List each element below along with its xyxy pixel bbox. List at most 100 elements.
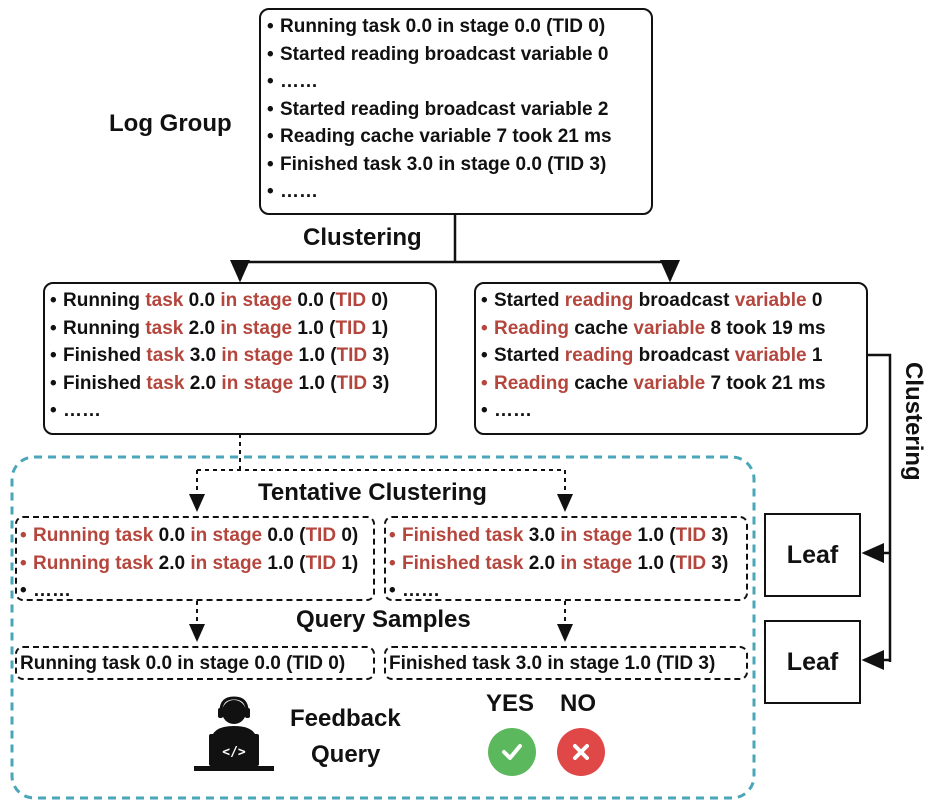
cluster-right-box: •Started reading broadcast variable 0•Re… xyxy=(474,282,868,435)
log-line: • …… xyxy=(389,577,746,605)
bullet: • xyxy=(20,580,27,601)
log-line: •Running task 0.0 in stage 0.0 (TID 0) xyxy=(50,287,435,315)
cluster-right-list: •Started reading broadcast variable 0•Re… xyxy=(481,287,866,425)
leaf-label: Leaf xyxy=(786,647,839,676)
bullet: • xyxy=(481,290,488,311)
log-line-text: Finished task 3.0 in stage 0.0 (TID 3) xyxy=(280,153,607,175)
tentative-left-list: •Running task 0.0 in stage 0.0 (TID 0)•R… xyxy=(20,522,373,605)
highlighted-token: task xyxy=(145,290,184,311)
bullet: • xyxy=(267,16,274,37)
bullet: • xyxy=(50,400,57,421)
checkmark-icon xyxy=(502,744,522,760)
log-token: Running xyxy=(63,317,146,339)
log-line: •Started reading broadcast variable 0 xyxy=(267,41,651,69)
cluster-left-box: •Running task 0.0 in stage 0.0 (TID 0)•R… xyxy=(43,282,437,435)
highlighted-token: Reading xyxy=(494,372,569,394)
highlighted-token: variable xyxy=(734,290,807,311)
log-line: •Reading cache variable 7 took 21 ms xyxy=(481,370,866,398)
bullet: • xyxy=(50,372,57,394)
highlighted-token: TID xyxy=(335,290,367,311)
bullet: • xyxy=(389,552,396,574)
yes-button[interactable] xyxy=(488,728,536,776)
log-line: •Finished task 2.0 in stage 1.0 (TID 3) xyxy=(50,370,435,398)
log-token: 1.0 ( xyxy=(262,552,306,574)
bullet: • xyxy=(481,317,488,339)
highlighted-token: in stage xyxy=(560,552,633,574)
log-line: •…… xyxy=(481,397,866,425)
no-button[interactable] xyxy=(557,728,605,776)
log-token: broadcast xyxy=(633,290,735,311)
highlighted-token: Reading xyxy=(494,317,569,339)
bullet: • xyxy=(20,525,27,546)
log-token: 3.0 xyxy=(523,525,561,546)
bullet: • xyxy=(389,580,396,601)
highlighted-token: in stage xyxy=(560,525,633,546)
highlighted-token: Running task xyxy=(33,525,154,546)
no-label: NO xyxy=(560,690,596,717)
log-token: …… xyxy=(33,580,71,601)
cluster-left-list: •Running task 0.0 in stage 0.0 (TID 0)•R… xyxy=(50,287,435,425)
person-at-laptop-icon: </> xyxy=(191,694,277,777)
highlighted-token: Finished task xyxy=(402,525,524,546)
log-token: Running xyxy=(63,290,146,311)
log-token: 7 took 21 ms xyxy=(705,372,826,394)
bullet: • xyxy=(50,345,57,366)
log-line: • Finished task 3.0 in stage 0.0 (TID 3) xyxy=(267,151,651,179)
svg-text:</>: </> xyxy=(222,745,246,760)
split-connector xyxy=(240,215,670,264)
log-line: •Finished task 3.0 in stage 1.0 (TID 3) xyxy=(389,522,746,550)
log-token: 3) xyxy=(706,525,729,546)
log-token: 3) xyxy=(367,372,390,394)
log-line-text: Running task 0.0 in stage 0.0 (TID 0) xyxy=(280,16,606,37)
highlighted-token: TID xyxy=(305,552,337,574)
bullet: • xyxy=(50,290,57,311)
log-token: 1.0 ( xyxy=(632,552,676,574)
log-token: 0.0 xyxy=(153,525,191,546)
log-token: 0) xyxy=(366,290,389,311)
tentative-left-box: •Running task 0.0 in stage 0.0 (TID 0)•R… xyxy=(15,516,375,601)
leaf-label: Leaf xyxy=(786,540,839,569)
log-line: •Running task 2.0 in stage 1.0 (TID 1) xyxy=(50,315,435,343)
highlighted-token: reading xyxy=(564,290,634,311)
bullet: • xyxy=(481,400,488,421)
log-token: …… xyxy=(402,580,440,601)
tentative-clustering-label: Tentative Clustering xyxy=(258,479,487,506)
bullet: • xyxy=(267,71,274,92)
log-token: Started xyxy=(494,290,565,311)
bullet: • xyxy=(267,153,274,175)
log-line-text: …… xyxy=(280,181,318,202)
yes-label: YES xyxy=(486,690,535,717)
log-line: •…… xyxy=(267,178,651,206)
highlighted-token: TID xyxy=(336,345,368,366)
log-token: 0) xyxy=(336,525,359,546)
bullet: • xyxy=(267,126,274,147)
highlighted-token: in stage xyxy=(221,345,294,366)
log-token: 1.0 ( xyxy=(292,317,336,339)
highlighted-token: in stage xyxy=(220,290,293,311)
tentative-right-list: • Finished task 3.0 in stage 1.0 (TID 3) •… xyxy=(389,522,746,605)
log-token: Finished xyxy=(63,345,147,366)
log-line: •Started reading broadcast variable 2 xyxy=(267,96,651,124)
highlighted-token: TID xyxy=(305,525,337,546)
log-line: •Reading cache variable 7 took 21 ms xyxy=(267,123,651,151)
log-group-box: •Running task 0.0 in stage 0.0 (TID 0)•S… xyxy=(259,8,653,215)
highlighted-token: in stage xyxy=(190,525,263,546)
highlighted-token: task xyxy=(145,317,184,339)
highlighted-token: Running task xyxy=(33,552,154,574)
log-token: 3) xyxy=(706,552,729,574)
highlighted-token: task xyxy=(146,372,185,394)
log-token: 3.0 xyxy=(184,345,222,366)
log-line: •Running task 2.0 in stage 1.0 (TID 1) xyxy=(20,550,373,578)
log-line: •Finished task 3.0 in stage 1.0 (TID 3) xyxy=(50,342,435,370)
bullet: • xyxy=(267,98,274,120)
log-line-text: Started reading broadcast variable 0 xyxy=(280,43,609,65)
log-line: •…… xyxy=(50,397,435,425)
bullet: • xyxy=(50,317,57,339)
bullet: • xyxy=(389,525,396,546)
highlighted-token: TID xyxy=(675,552,707,574)
log-line: •Running task 0.0 in stage 0.0 (TID 0) xyxy=(20,522,373,550)
tentative-right-box: • Finished task 3.0 in stage 1.0 (TID 3) •… xyxy=(384,516,748,601)
highlighted-token: in stage xyxy=(190,552,263,574)
highlighted-token: reading xyxy=(564,345,634,366)
